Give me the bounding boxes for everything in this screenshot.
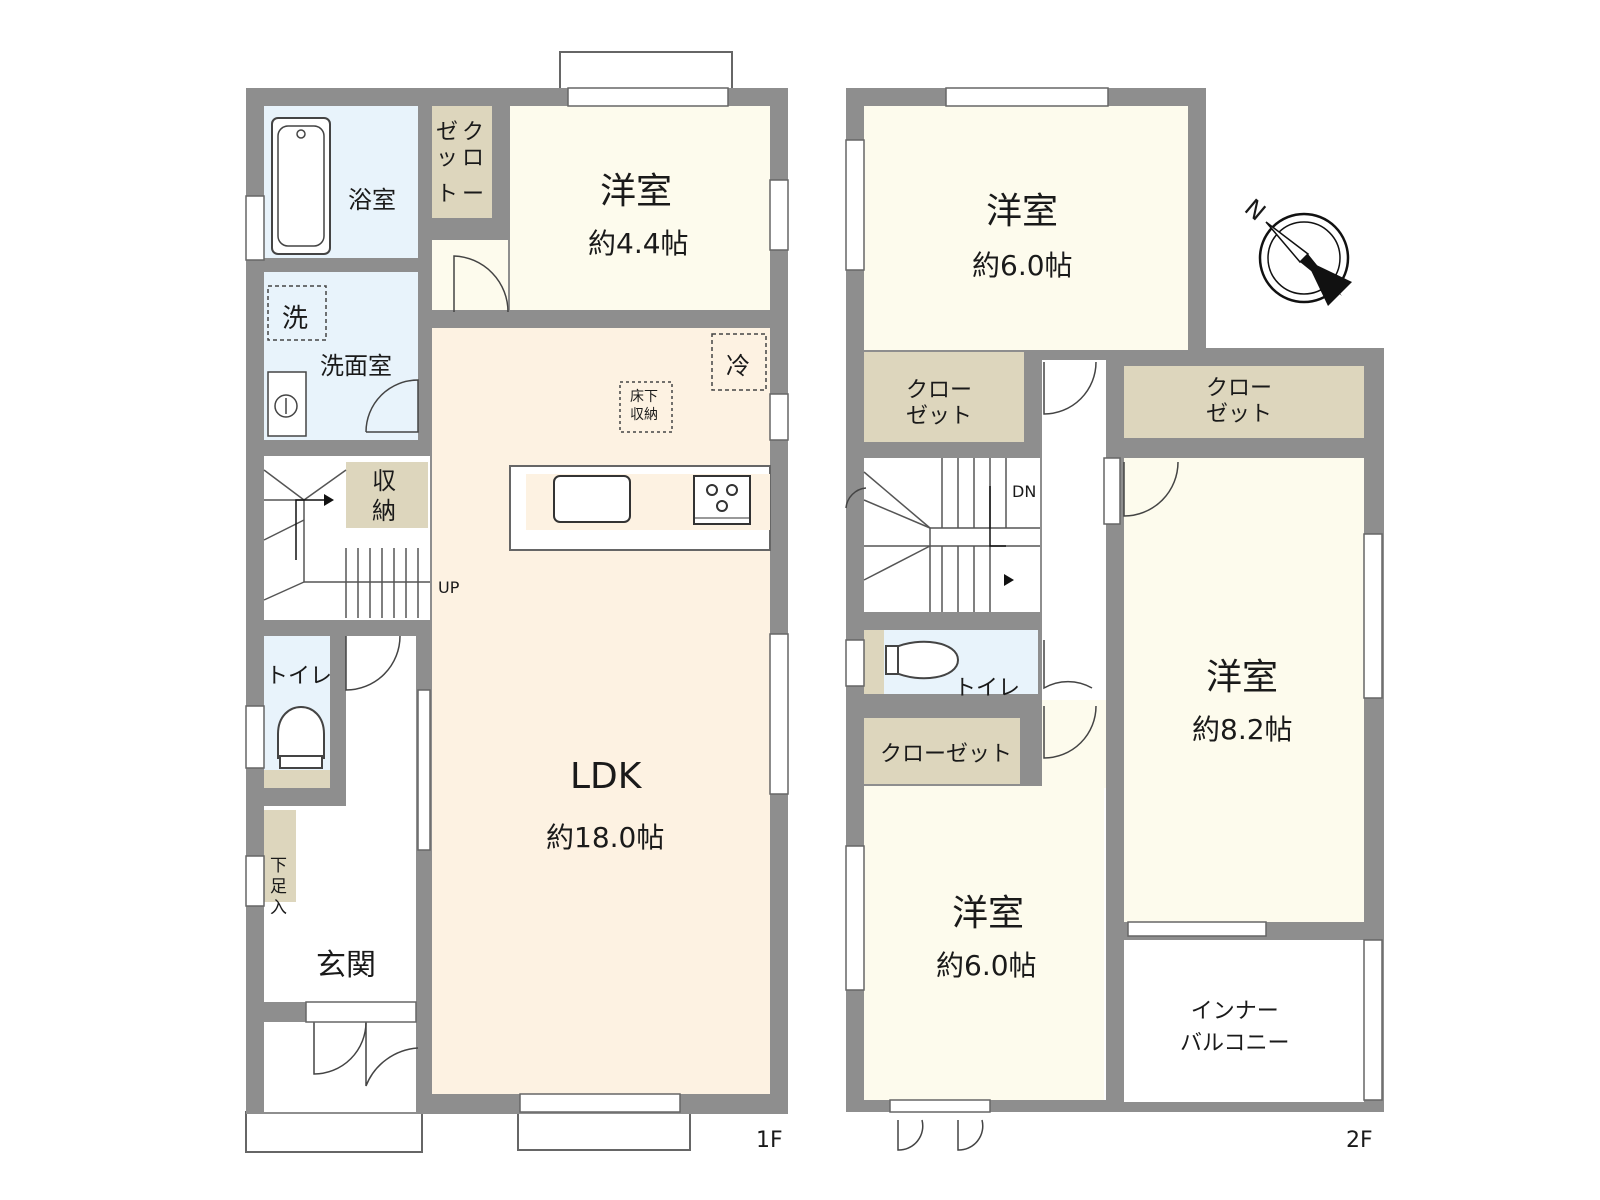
western-room-1f [510, 106, 770, 310]
washer-area [267, 285, 327, 341]
kitchen-sink-icon [553, 475, 631, 523]
north-compass-icon [1258, 212, 1352, 306]
stairs-down-arrowhead-icon [1004, 574, 1014, 586]
western-room-2f-bottom [864, 786, 1104, 1100]
doors-1f [313, 255, 509, 1087]
western-room-2f-bottom-entry [1042, 700, 1106, 788]
hallway-1f [346, 636, 416, 806]
closet-2f-top-right [1124, 366, 1364, 438]
toilet-2f-icon [893, 640, 960, 680]
western-room-2f-top [864, 106, 1188, 350]
western-room-1f-entry [432, 240, 508, 310]
floor-2 [845, 87, 1384, 1151]
entrance-room [264, 902, 416, 1002]
toilet-2f-tank-icon [885, 645, 899, 675]
ldk-room [432, 328, 770, 1094]
windows-2f [845, 87, 1383, 1113]
fridge-area [711, 333, 767, 391]
underfloor-storage [619, 381, 673, 433]
stairs-up-arrowhead-icon [324, 494, 334, 506]
inner-balcony [1124, 940, 1364, 1102]
porch-step [245, 1111, 423, 1153]
stove-burner-icon [726, 484, 738, 496]
drain-icon [296, 129, 306, 139]
bathtub-inner-icon [277, 125, 325, 247]
storage-1f [346, 462, 428, 528]
sink-basin-icon [274, 394, 298, 418]
bathtub-icon [271, 117, 331, 255]
toilet-1f-icon [277, 706, 325, 759]
stove-burner-icon [716, 500, 728, 512]
toilet-tank-icon [279, 755, 323, 769]
stairs-up-arrow-icon [295, 499, 328, 560]
stairs-2f-line [989, 486, 1006, 547]
stairs-2f-treads [863, 458, 1040, 612]
floor-1 [245, 51, 789, 1153]
windows-1f [245, 87, 789, 1113]
closet-2f-bottom [864, 718, 1020, 784]
stairs-2f [864, 458, 1040, 612]
bay-window-top [559, 51, 733, 93]
toilet-shelf [264, 770, 330, 788]
sink-counter [267, 371, 307, 437]
bay-window-bottom [517, 1111, 691, 1151]
doors-2f [845, 361, 1179, 1151]
stairs-1f-treads [263, 469, 430, 618]
closet-1f [432, 106, 492, 218]
toilet-2f-shelf [864, 630, 884, 694]
closet-2f-top-left [864, 352, 1024, 442]
western-room-2f-right [1124, 458, 1364, 922]
stove-burner-icon [706, 484, 718, 496]
